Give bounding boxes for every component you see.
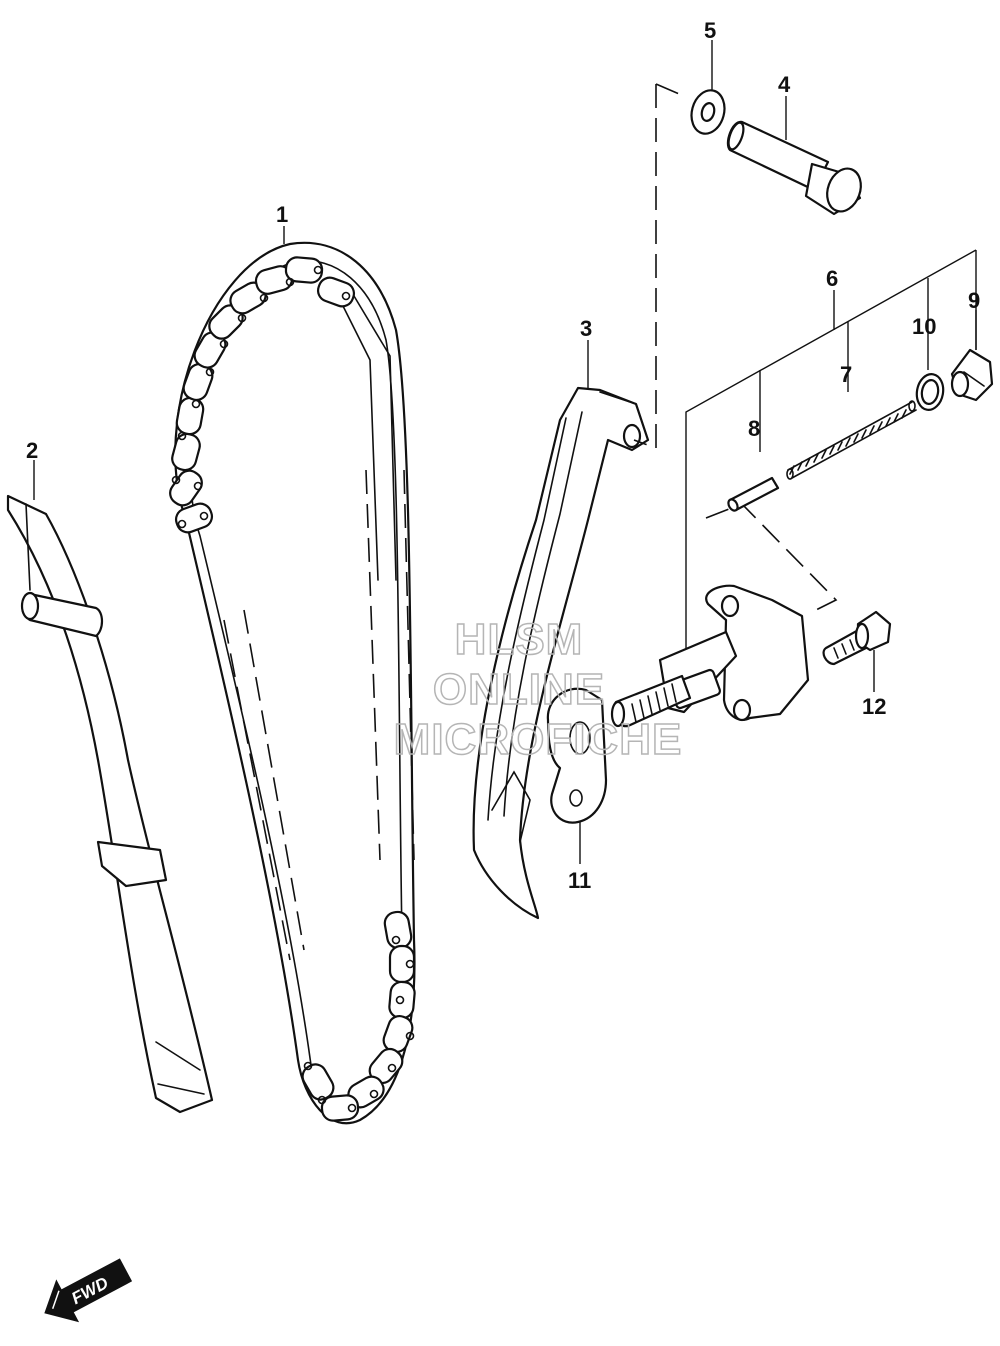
part-5-washer[interactable] — [687, 87, 729, 138]
callout-labels: 1 2 3 4 5 6 7 8 9 10 11 12 — [26, 18, 980, 893]
watermark-line-2: ONLINE — [433, 665, 605, 714]
callout-6[interactable]: 6 — [826, 266, 838, 291]
chain-links-lower — [301, 910, 416, 1122]
callout-2[interactable]: 2 — [26, 438, 38, 463]
tensioner-body[interactable] — [610, 584, 810, 728]
callout-8[interactable]: 8 — [748, 416, 760, 441]
part-12-mounting-bolt[interactable] — [822, 610, 892, 666]
part-10-o-ring[interactable] — [914, 372, 946, 412]
part-9-cap-bolt[interactable] — [950, 348, 994, 402]
part-4-bolt[interactable] — [726, 120, 867, 216]
callout-3[interactable]: 3 — [580, 316, 592, 341]
part-2-chain-guide[interactable] — [6, 494, 214, 1114]
watermark-line-3: MICROFICHE — [394, 715, 683, 764]
part-1-cam-chain[interactable] — [166, 241, 416, 1125]
part-7-spring[interactable] — [786, 400, 917, 480]
callout-4[interactable]: 4 — [778, 72, 791, 97]
callout-9[interactable]: 9 — [968, 288, 980, 313]
guide-bolt-alignment-line — [633, 83, 685, 450]
callout-5[interactable]: 5 — [704, 18, 716, 43]
callout-11[interactable]: 11 — [568, 868, 591, 893]
callout-10[interactable]: 10 — [912, 314, 936, 339]
part-8-pin[interactable] — [727, 476, 780, 512]
forward-arrow-icon: FWD — [44, 1258, 133, 1323]
watermark: HLSM ONLINE MICROFICHE — [393, 614, 683, 765]
watermark-line-1: HLSM — [455, 615, 584, 664]
callout-7[interactable]: 7 — [840, 362, 852, 387]
part-11-gasket[interactable] — [546, 687, 608, 824]
callout-leaders — [33, 40, 977, 864]
callout-1[interactable]: 1 — [276, 202, 288, 227]
chain-links-upper — [169, 256, 356, 534]
callout-12[interactable]: 12 — [862, 694, 886, 719]
part-3-tensioner-guide[interactable] — [472, 386, 650, 920]
